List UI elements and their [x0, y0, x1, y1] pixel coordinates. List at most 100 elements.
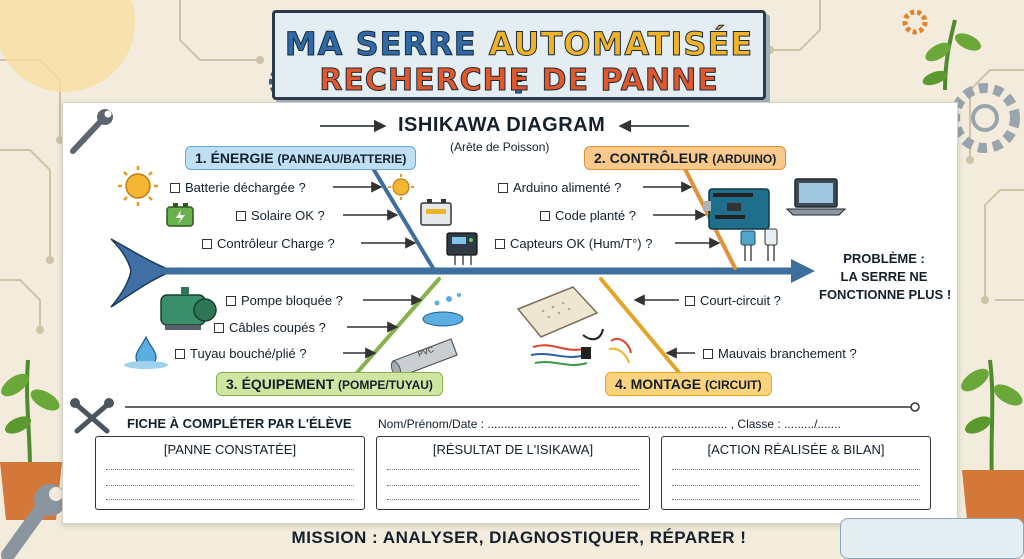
charge-controller-icon	[446, 232, 478, 265]
form-divider	[70, 398, 920, 434]
title-banner: MA SERRE AUTOMATISÉE : RECHERCHE DE PANN…	[272, 10, 766, 102]
cause-label: Arduino alimenté ?	[513, 180, 622, 195]
sensor-icon	[764, 228, 778, 261]
checkbox-icon[interactable]	[703, 349, 713, 359]
cause-checkbox[interactable]: Câbles coupés ?	[214, 320, 326, 335]
category-label: 3. ÉQUIPEMENT	[226, 376, 335, 392]
cause-label: Mauvais branchement ?	[718, 346, 857, 361]
plant-icon	[922, 19, 982, 91]
water-drop-icon	[124, 335, 168, 369]
sensor-icon	[740, 230, 756, 261]
diagram-sheet: PVC ISHIKAWA DIAGRAM (Arête de Poisson) …	[62, 102, 958, 524]
gear-icon	[902, 9, 928, 35]
category-label: 1. ÉNERGIE	[195, 150, 274, 166]
category-controleur: 2. CONTRÔLEUR (ARDUINO)	[584, 146, 787, 170]
category-label: 2. CONTRÔLEUR	[594, 150, 709, 166]
wrench-icon	[70, 109, 113, 154]
checkbox-icon[interactable]	[685, 296, 695, 306]
page-title: MA SERRE AUTOMATISÉE :	[275, 25, 763, 102]
checkbox-icon[interactable]	[495, 239, 505, 249]
title-part: MA SERRE	[284, 25, 489, 64]
cause-label: Tuyau bouché/plié ?	[190, 346, 307, 361]
title-accent: AUTOMATISÉE	[488, 25, 754, 64]
dotted-line	[106, 469, 354, 470]
fish-tail	[110, 238, 176, 308]
form-box-title: [PANNE CONSTATÉE]	[163, 442, 297, 457]
battery-icon	[420, 199, 452, 226]
wrench-icon	[1, 484, 66, 559]
dotted-line	[387, 485, 639, 486]
checkbox-icon[interactable]	[175, 349, 185, 359]
cause-label: Code planté ?	[555, 208, 636, 223]
cause-arrows	[333, 181, 721, 359]
dotted-line	[672, 485, 920, 486]
problem-statement: PROBLÈME : LA SERRE NE FONCTIONNE PLUS !	[819, 250, 952, 304]
page-subtitle: RECHERCHE DE PANNE	[319, 63, 719, 99]
cause-label: Capteurs OK (Hum/T°) ?	[510, 236, 653, 251]
checkbox-icon[interactable]	[540, 211, 550, 221]
checkbox-icon[interactable]	[170, 183, 180, 193]
bone-montage	[599, 277, 683, 377]
checkbox-icon[interactable]	[226, 296, 236, 306]
breadboard-icon	[516, 286, 599, 338]
dotted-line	[672, 469, 920, 470]
name-date-class-field[interactable]: Nom/Prénom/Date : ......................…	[378, 417, 841, 431]
cause-checkbox[interactable]: Pompe bloquée ?	[226, 293, 343, 308]
sun-icon	[118, 166, 158, 206]
cause-checkbox[interactable]: Arduino alimenté ?	[498, 180, 621, 195]
spine-arrowhead	[791, 259, 815, 283]
checkbox-icon[interactable]	[202, 239, 212, 249]
cause-checkbox[interactable]: Contrôleur Charge ?	[202, 236, 335, 251]
cause-label: Câbles coupés ?	[229, 320, 326, 335]
dotted-line	[387, 469, 639, 470]
dotted-line	[387, 499, 639, 500]
plant-icon	[961, 359, 1024, 530]
problem-line: FONCTIONNE PLUS !	[819, 287, 952, 302]
form-box-action[interactable]: [ACTION RÉALISÉE & BILAN]	[661, 436, 931, 510]
form-box-resultat[interactable]: [RÉSULTAT DE L'ISIKAWA]	[376, 436, 650, 510]
sun-icon	[388, 174, 414, 200]
gear-icon	[950, 83, 1020, 153]
checkbox-icon[interactable]	[498, 183, 508, 193]
category-energie: 1. ÉNERGIE (PANNEAU/BATTERIE)	[185, 146, 417, 170]
form-box-panne[interactable]: [PANNE CONSTATÉE]	[95, 436, 365, 510]
battery-icon	[166, 203, 194, 227]
arduino-board-icon	[703, 188, 770, 230]
cause-label: Contrôleur Charge ?	[217, 236, 335, 251]
cause-checkbox[interactable]: Mauvais branchement ?	[703, 346, 857, 361]
laptop-icon	[785, 178, 847, 216]
water-pump-icon	[160, 287, 217, 330]
dotted-line	[672, 499, 920, 500]
cause-checkbox[interactable]: Court-circuit ?	[685, 293, 781, 308]
category-montage: 4. MONTAGE (CIRCUIT)	[605, 372, 772, 396]
ishikawa-diagram: PVC	[70, 109, 847, 378]
category-label: 4. MONTAGE	[615, 376, 702, 392]
corner-card	[840, 518, 1024, 559]
sun-icon	[0, 0, 135, 92]
form-box-title: [RÉSULTAT DE L'ISIKAWA]	[432, 442, 594, 457]
diagram-subtitle: (Arête de Poisson)	[450, 140, 550, 154]
dotted-line	[106, 485, 354, 486]
category-sublabel: (CIRCUIT)	[704, 378, 762, 392]
checkbox-icon[interactable]	[214, 323, 224, 333]
cause-label: Pompe bloquée ?	[241, 293, 343, 308]
cause-checkbox[interactable]: Tuyau bouché/plié ?	[175, 346, 307, 361]
cause-label: Court-circuit ?	[700, 293, 781, 308]
problem-line: PROBLÈME :	[843, 251, 925, 266]
category-sublabel: (ARDUINO)	[712, 152, 777, 166]
wrench-icon	[70, 398, 114, 434]
cause-label: Solaire OK ?	[251, 208, 325, 223]
water-splash-icon	[422, 293, 464, 327]
checkbox-icon[interactable]	[236, 211, 246, 221]
category-equipement: 3. ÉQUIPEMENT (POMPE/TUYAU)	[216, 372, 443, 396]
dotted-line	[106, 499, 354, 500]
diagram-title: ISHIKAWA DIAGRAM	[398, 114, 606, 136]
cause-checkbox[interactable]: Batterie déchargée ?	[170, 180, 306, 195]
mission-footer: MISSION : ANALYSER, DIAGNOSTIQUER, RÉPAR…	[291, 528, 747, 547]
jumper-wires-icon	[530, 328, 632, 366]
problem-line: LA SERRE NE	[840, 269, 928, 284]
cause-checkbox[interactable]: Code planté ?	[540, 208, 636, 223]
cause-checkbox[interactable]: Solaire OK ?	[236, 208, 325, 223]
category-sublabel: (PANNEAU/BATTERIE)	[277, 152, 407, 166]
cause-checkbox[interactable]: Capteurs OK (Hum/T°) ?	[495, 236, 652, 251]
